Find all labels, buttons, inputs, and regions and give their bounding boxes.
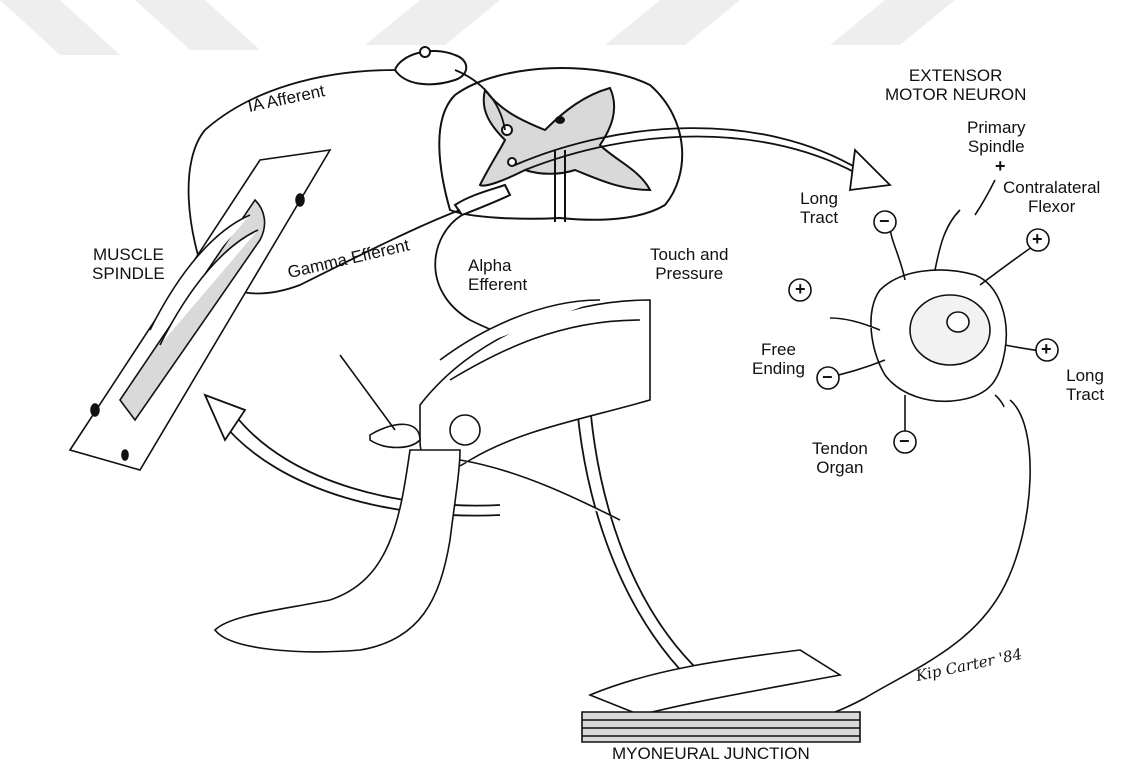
label-alpha-efferent: Alpha Efferent: [468, 256, 527, 294]
synapse-sign-tendon-organ: −: [899, 432, 910, 451]
label-tendon-organ: Tendon Organ: [812, 439, 868, 477]
synapse-sign-contralateral-flexor: +: [1032, 230, 1043, 249]
synapse-sign-long-tract-right: +: [1041, 340, 1052, 359]
spinal-cord-section: [395, 47, 682, 222]
label-muscle-spindle: MUSCLE SPINDLE: [92, 245, 165, 283]
label-contralateral-flexor: Contralateral Flexor: [1003, 178, 1100, 216]
label-primary-spindle-plus: +: [995, 157, 1006, 176]
synapse-sign-touch-and-pressure: +: [795, 280, 806, 299]
label-myoneural-junction: MYONEURAL JUNCTION: [612, 744, 810, 763]
synapse-sign-long-tract-top: −: [879, 212, 890, 231]
banner-chevrons: [0, 0, 955, 55]
label-free-ending: Free Ending: [752, 340, 805, 378]
synapse-sign-free-ending: −: [822, 368, 833, 387]
label-extensor-motor-neuron: EXTENSOR MOTOR NEURON: [885, 66, 1026, 104]
muscle-spindle-drawing: [70, 150, 330, 470]
label-long-tract-right: Long Tract: [1066, 366, 1104, 404]
label-long-tract-top: Long Tract: [800, 189, 838, 227]
label-primary-spindle: Primary Spindle: [967, 118, 1026, 156]
label-touch-and-pressure: Touch and Pressure: [650, 245, 728, 283]
limb-drawing: [215, 300, 650, 652]
